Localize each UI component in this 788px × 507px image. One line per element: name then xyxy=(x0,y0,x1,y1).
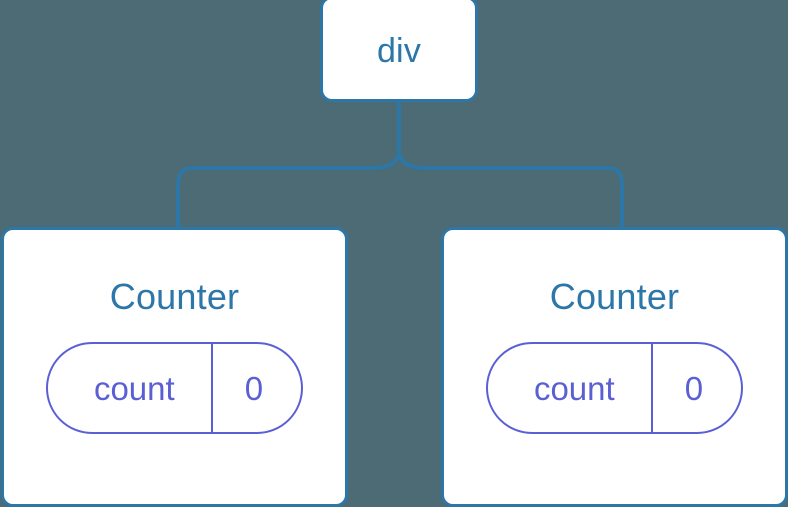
state-pill-left[interactable]: count 0 xyxy=(45,342,304,434)
state-divider-right xyxy=(650,344,653,432)
node-counter-left[interactable]: Counter count 0 xyxy=(1,227,348,507)
node-div[interactable]: div xyxy=(320,0,478,102)
state-divider-left xyxy=(210,344,213,432)
state-value-right: 0 xyxy=(684,369,704,407)
state-pill-right[interactable]: count 0 xyxy=(485,342,744,434)
state-key-right: count xyxy=(533,369,615,407)
state-value-left: 0 xyxy=(244,369,264,407)
state-key-left: count xyxy=(93,369,175,407)
node-counter-right-label: Counter xyxy=(549,276,680,317)
node-counter-right[interactable]: Counter count 0 xyxy=(441,227,788,507)
connector-branch-left xyxy=(176,149,401,229)
tree-connectors xyxy=(176,102,624,229)
connector-branch-right xyxy=(397,149,624,229)
node-counter-left-label: Counter xyxy=(109,276,240,317)
node-div-label: div xyxy=(376,32,422,70)
